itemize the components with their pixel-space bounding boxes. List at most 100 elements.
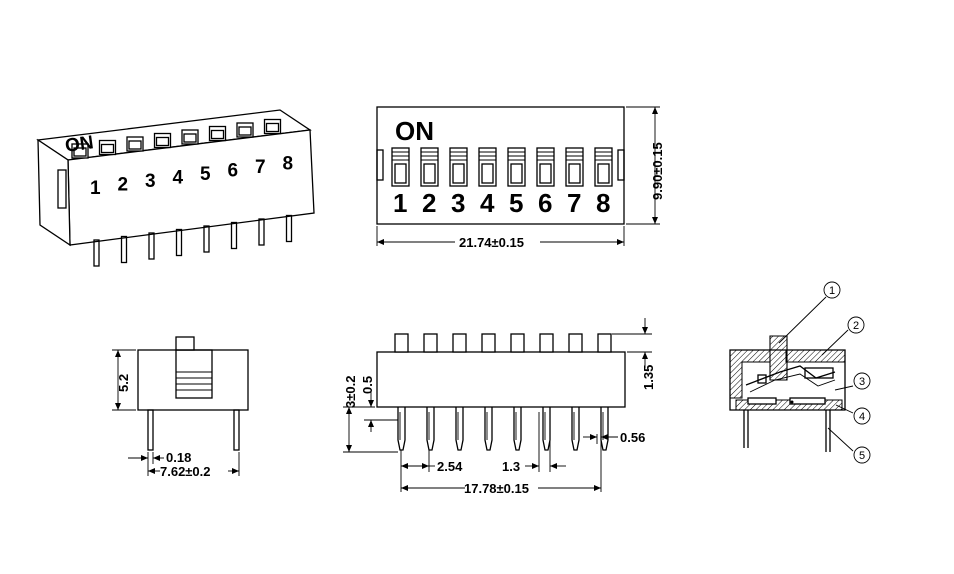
side-pin-left: [147, 409, 154, 451]
front-actuator-6: [539, 333, 554, 353]
iso-pin-6: [230, 221, 238, 250]
callout-label-4: 4: [859, 411, 865, 423]
width-dimension: 9.90±0.15: [650, 142, 665, 200]
top-switch-number-6: 6: [538, 188, 552, 218]
top-side-tab-right: [617, 149, 625, 181]
pin-length-dimension: 3±0.2: [343, 376, 358, 408]
top-side-tab-left: [376, 149, 384, 181]
front-pin-3: [455, 407, 464, 451]
section-actuator: [769, 335, 788, 381]
top-switch-number-3: 3: [451, 188, 465, 218]
housing-left-wall: [729, 349, 771, 399]
top-switch-key-8: [597, 163, 610, 184]
iso-pin-8: [285, 214, 293, 243]
pin-span-dimension: 17.78±0.15: [464, 481, 529, 496]
iso-switch-number-4: 4: [173, 168, 184, 189]
side-view: 5.2 0.18 7.62±0.2: [112, 336, 249, 479]
top-switch-number-7: 7: [567, 188, 581, 218]
callout-circle-3: [853, 372, 871, 390]
iso-switch-number-7: 7: [255, 157, 266, 178]
callout-label-1: 1: [829, 285, 835, 297]
front-pin-1: [397, 407, 406, 451]
callout-circle-4: [853, 407, 871, 425]
front-body: [376, 351, 626, 408]
iso-switch-number-5: 5: [200, 164, 211, 185]
top-switch-number-8: 8: [596, 188, 610, 218]
iso-switch-number-1: 1: [90, 178, 101, 199]
pin-width-top-dimension: 1.3: [502, 459, 520, 474]
iso-on-label: ON: [64, 132, 95, 157]
top-switch-key-1: [394, 163, 407, 184]
front-pin-8: [600, 407, 609, 451]
iso-switch-key-8: [265, 122, 280, 133]
side-actuator: [175, 349, 213, 399]
front-pin-4: [484, 407, 493, 451]
iso-switch-key-6: [210, 129, 225, 140]
iso-notch: [57, 169, 67, 209]
top-on-label: ON: [395, 116, 434, 146]
top-switch-key-3: [452, 163, 465, 184]
top-switch-key-2: [423, 163, 436, 184]
front-actuator-5: [510, 333, 525, 353]
iso-switch-key-5: [183, 133, 197, 143]
iso-switch-key-2: [100, 143, 115, 154]
top-switch-number-4: 4: [480, 188, 495, 218]
iso-left-face: [37, 138, 71, 247]
front-pin-7: [571, 407, 580, 451]
top-switch-number-1: 1: [393, 188, 407, 218]
actuator-height-dimension: 1.35: [641, 365, 656, 390]
front-pin-2: [426, 407, 435, 451]
iso-switch-number-8: 8: [283, 154, 294, 175]
front-actuator-2: [423, 333, 438, 353]
iso-pin-5: [203, 225, 210, 253]
iso-pin-2: [120, 235, 128, 264]
front-actuator-7: [568, 333, 583, 353]
callout-label-5: 5: [859, 450, 865, 462]
standoff-dimension: 0.5: [360, 376, 375, 394]
section-view: 1 2 3 4 5: [729, 281, 871, 464]
top-switch-number-2: 2: [422, 188, 436, 218]
front-actuator-3: [452, 333, 467, 353]
front-pin-6: [542, 407, 551, 451]
pitch-dimension: 2.54: [437, 459, 463, 474]
front-pin-5: [513, 407, 522, 451]
side-pin-right: [233, 409, 240, 451]
iso-pin-7: [258, 218, 265, 246]
callout-label-2: 2: [853, 320, 859, 332]
iso-switch-key-1: [73, 147, 87, 157]
top-switch-key-6: [539, 163, 552, 184]
row-spacing-dimension: 7.62±0.2: [160, 464, 211, 479]
section-spring: [745, 365, 836, 386]
side-body: [137, 349, 249, 411]
iso-switch-number-2: 2: [118, 175, 129, 196]
top-switch-key-7: [568, 163, 581, 184]
length-dimension: 21.74±0.15: [459, 235, 524, 250]
callout-label-3: 3: [859, 376, 865, 388]
side-actuator-top: [175, 336, 195, 351]
top-switch-number-5: 5: [509, 188, 523, 218]
callout-circle-5: [853, 446, 871, 464]
front-actuator-8: [597, 333, 612, 353]
iso-switch-key-7: [238, 126, 252, 136]
iso-pin-3: [148, 232, 155, 260]
pin-width-dimension: 0.56: [620, 430, 645, 445]
iso-switch-key-4: [155, 136, 170, 147]
front-actuator-1: [394, 333, 409, 353]
callout-circle-2: [847, 316, 865, 334]
iso-pin-1: [93, 239, 100, 267]
top-switch-key-5: [510, 163, 523, 184]
body-height-dimension: 5.2: [116, 374, 131, 392]
front-view: 3±0.2 0.5 1.35 2.54 1.3 0.56: [343, 318, 656, 496]
top-switch-key-4: [481, 163, 494, 184]
front-actuator-4: [481, 333, 496, 353]
iso-switch-number-3: 3: [145, 171, 156, 192]
callout-circle-1: [823, 281, 841, 299]
iso-switch-key-3: [128, 140, 142, 150]
housing-top-wall: [785, 349, 846, 363]
iso-switch-number-6: 6: [228, 161, 239, 182]
iso-pin-4: [175, 228, 183, 257]
